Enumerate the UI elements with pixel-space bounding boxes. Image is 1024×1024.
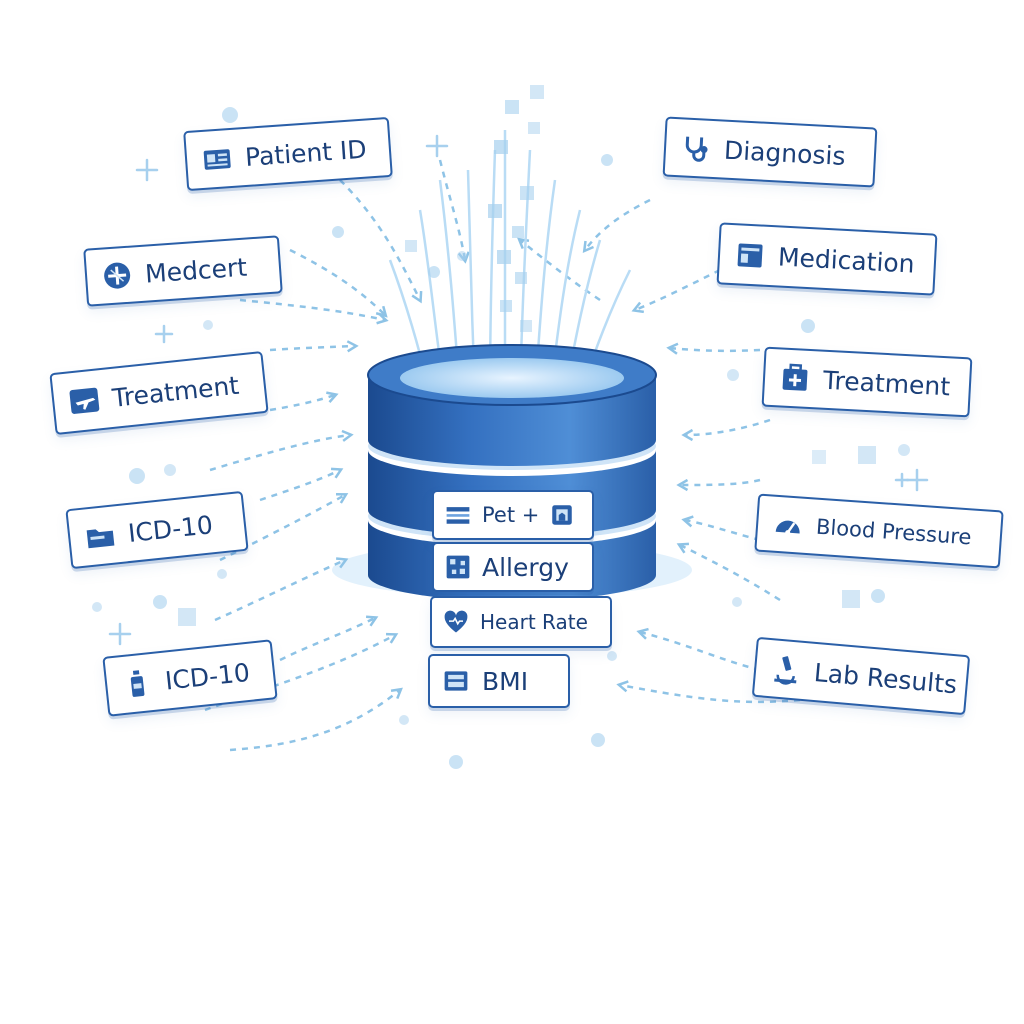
tag-medcert: Medcert (83, 235, 283, 307)
medical-cross-icon (104, 262, 131, 289)
medicine-box-icon (737, 243, 763, 268)
tag-bmi: BMI (428, 654, 570, 708)
microscope-icon (774, 656, 797, 685)
tag-label: Blood Pressure (815, 514, 973, 550)
tag-label: Allergy (482, 552, 569, 582)
device-icon (552, 505, 573, 525)
tag-label: Treatment (822, 365, 951, 401)
folder-icon (86, 529, 115, 549)
tag-label: Diagnosis (723, 135, 847, 171)
tag-medication: Medication (716, 222, 938, 296)
tag-label: ICD-10 (126, 509, 215, 548)
tag-icd10-lower: ICD-10 (102, 639, 278, 717)
bottle-icon (130, 670, 145, 697)
tag-label: Lab Results (812, 657, 959, 699)
airplane-icon (69, 387, 100, 414)
medical-kit-icon (782, 363, 808, 391)
tag-label: Medication (777, 241, 916, 279)
tag-label: Heart Rate (480, 610, 588, 634)
tag-icd10-upper: ICD-10 (65, 490, 249, 570)
tag-diagnosis: Diagnosis (662, 116, 878, 188)
tag-label: BMI (482, 666, 529, 696)
tag-allergy: Allergy (432, 542, 594, 592)
tag-label: Pet + (482, 503, 540, 527)
sparkles (108, 134, 929, 646)
tag-patient-id: Patient ID (183, 116, 393, 192)
heart-icon (444, 610, 468, 633)
gauge-icon (775, 520, 800, 536)
record-icon (446, 507, 470, 524)
flow-arrows (204, 159, 801, 752)
id-card-icon (203, 149, 231, 170)
tag-pet-plus: Pet + (432, 490, 594, 540)
tag-heart-rate: Heart Rate (430, 596, 612, 648)
tag-label: Patient ID (244, 134, 368, 172)
tag-lab-results: Lab Results (751, 636, 971, 716)
floating-particles (92, 85, 910, 769)
tag-treatment-left: Treatment (49, 350, 269, 436)
tag-label: Treatment (110, 370, 241, 413)
tag-blood-pressure: Blood Pressure (754, 493, 1004, 569)
allergy-grid-icon (446, 555, 470, 579)
tag-label: ICD-10 (163, 657, 252, 696)
tag-label: Medcert (144, 252, 248, 289)
tag-treatment-right: Treatment (761, 346, 973, 418)
stethoscope-icon (685, 136, 708, 162)
scale-icon (444, 671, 468, 691)
